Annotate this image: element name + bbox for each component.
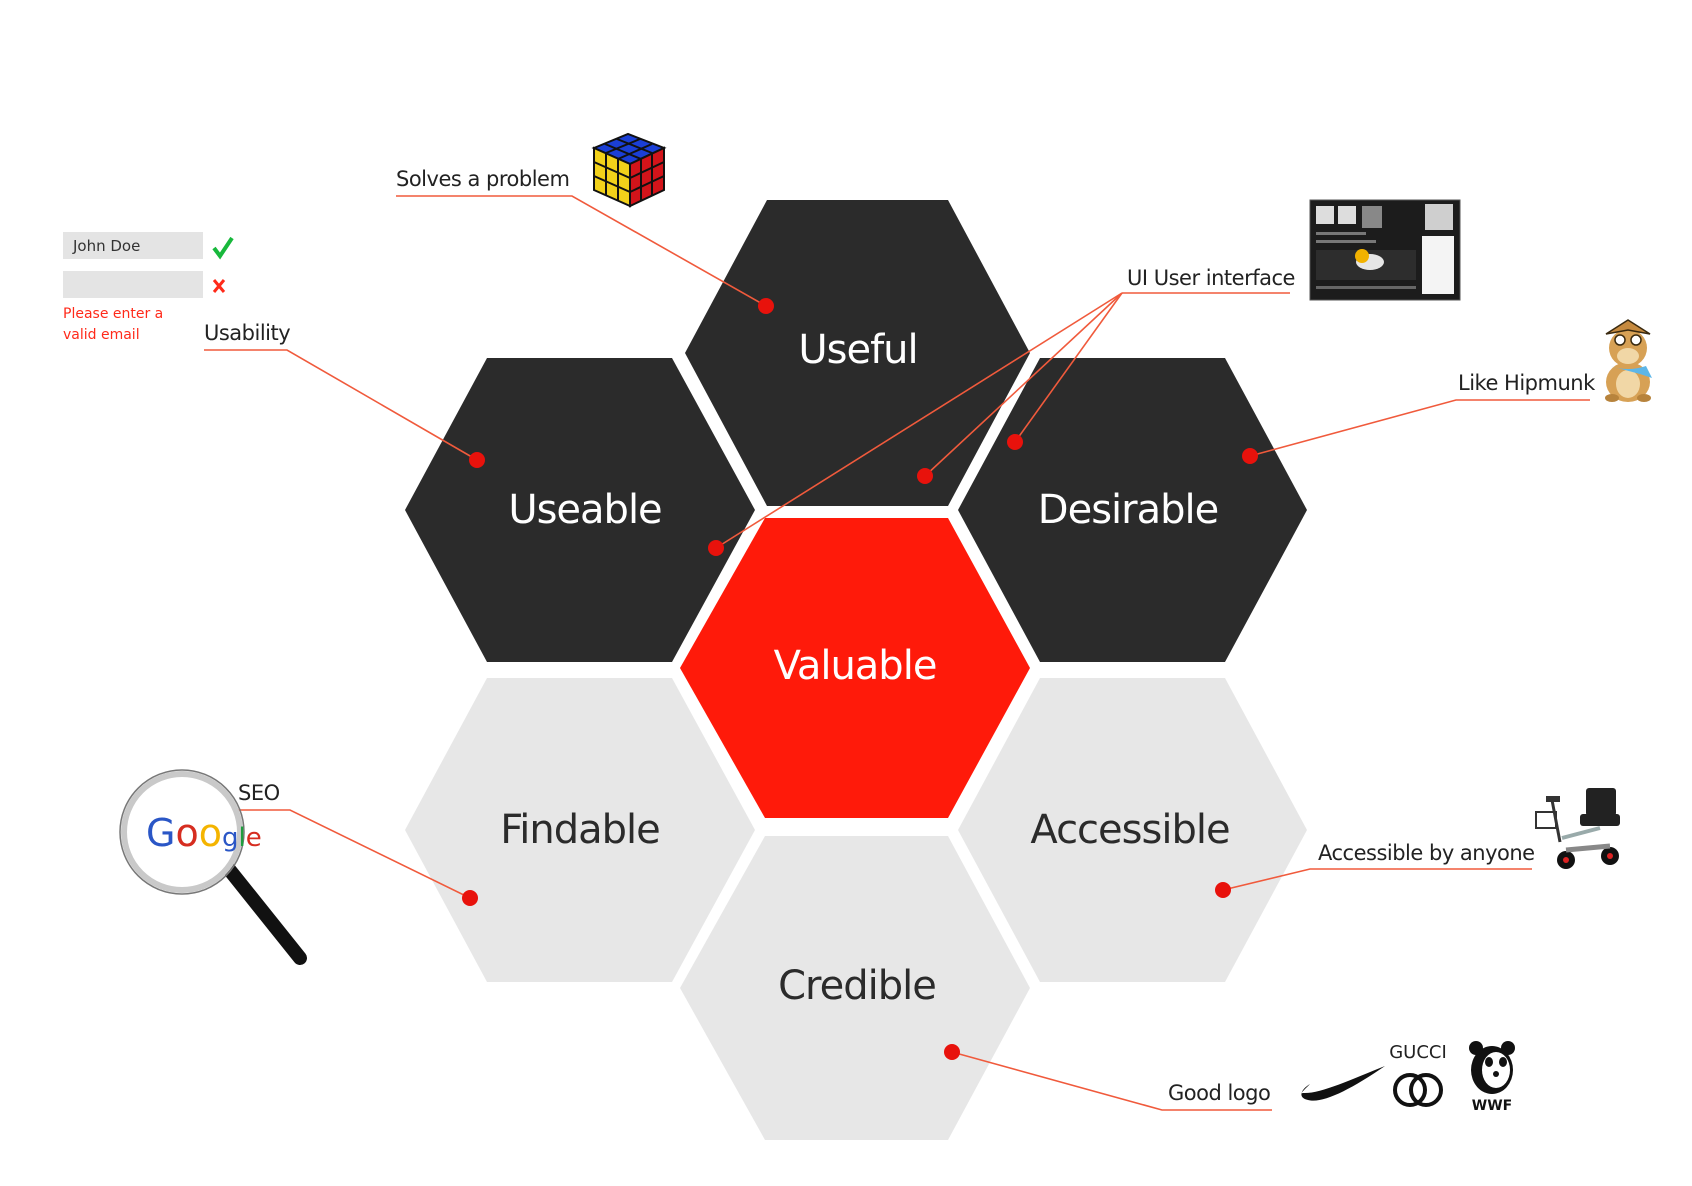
leader-seo <box>238 809 478 906</box>
annotation-seo: SEO <box>238 781 280 805</box>
form-sample: John Doe Please enter a valid email <box>63 232 234 343</box>
hex-useful: Useful <box>685 200 1030 506</box>
hex-useable: Useable <box>405 358 755 662</box>
hex-accessible: Accessible <box>958 678 1307 982</box>
wwf-logo-text: WWF <box>1472 1098 1512 1114</box>
google-logo-text: Google <box>146 811 262 855</box>
wwf-panda-icon: WWF <box>1469 1041 1515 1114</box>
hex-useful-label: Useful <box>798 327 917 373</box>
hex-desirable: Desirable <box>958 358 1307 662</box>
annotation-accessible-anyone: Accessible by anyone <box>1318 841 1535 865</box>
annotation-good-logo: Good logo <box>1168 1081 1270 1105</box>
magnifying-glass-icon: Google <box>119 769 307 965</box>
annotation-solves-problem: Solves a problem <box>396 167 569 191</box>
hex-credible-label: Credible <box>778 963 936 1009</box>
dashboard-screenshot-icon <box>1309 199 1461 301</box>
leader-accessible-anyone <box>1215 868 1532 898</box>
mobility-scooter-icon <box>1535 788 1620 869</box>
hex-useable-label: Useable <box>508 487 661 533</box>
leader-hipmunk <box>1242 399 1590 464</box>
error-text-line2: valid email <box>63 327 140 343</box>
annotation-usability: Usability <box>204 321 290 345</box>
nike-swoosh-icon <box>1301 1066 1385 1101</box>
leader-solves-problem <box>396 195 774 314</box>
hex-findable: Findable <box>405 678 755 982</box>
leader-usability <box>204 349 485 468</box>
checkmark-icon <box>212 236 234 260</box>
annotation-ui-interface: UI User interface <box>1127 266 1295 290</box>
gucci-logo-icon: GUCCI <box>1389 1042 1447 1107</box>
hex-desirable-label: Desirable <box>1038 487 1218 533</box>
cross-icon <box>212 279 226 293</box>
leader-good-logo <box>944 1044 1272 1111</box>
hipmunk-mascot-icon <box>1605 319 1652 402</box>
email-field <box>63 271 203 298</box>
rubiks-cube-icon <box>591 132 667 208</box>
hex-credible: Credible <box>680 836 1030 1140</box>
name-field-value: John Doe <box>72 237 140 255</box>
error-text-line1: Please enter a <box>63 306 163 322</box>
leader-ui-interface <box>708 292 1290 556</box>
hex-findable-label: Findable <box>500 807 660 853</box>
gucci-logo-text: GUCCI <box>1389 1042 1447 1063</box>
annotation-hipmunk: Like Hipmunk <box>1458 371 1596 395</box>
hex-valuable-label: Valuable <box>774 643 937 689</box>
name-field <box>63 232 203 259</box>
hex-accessible-label: Accessible <box>1030 807 1229 853</box>
hex-valuable: Valuable <box>680 518 1030 818</box>
